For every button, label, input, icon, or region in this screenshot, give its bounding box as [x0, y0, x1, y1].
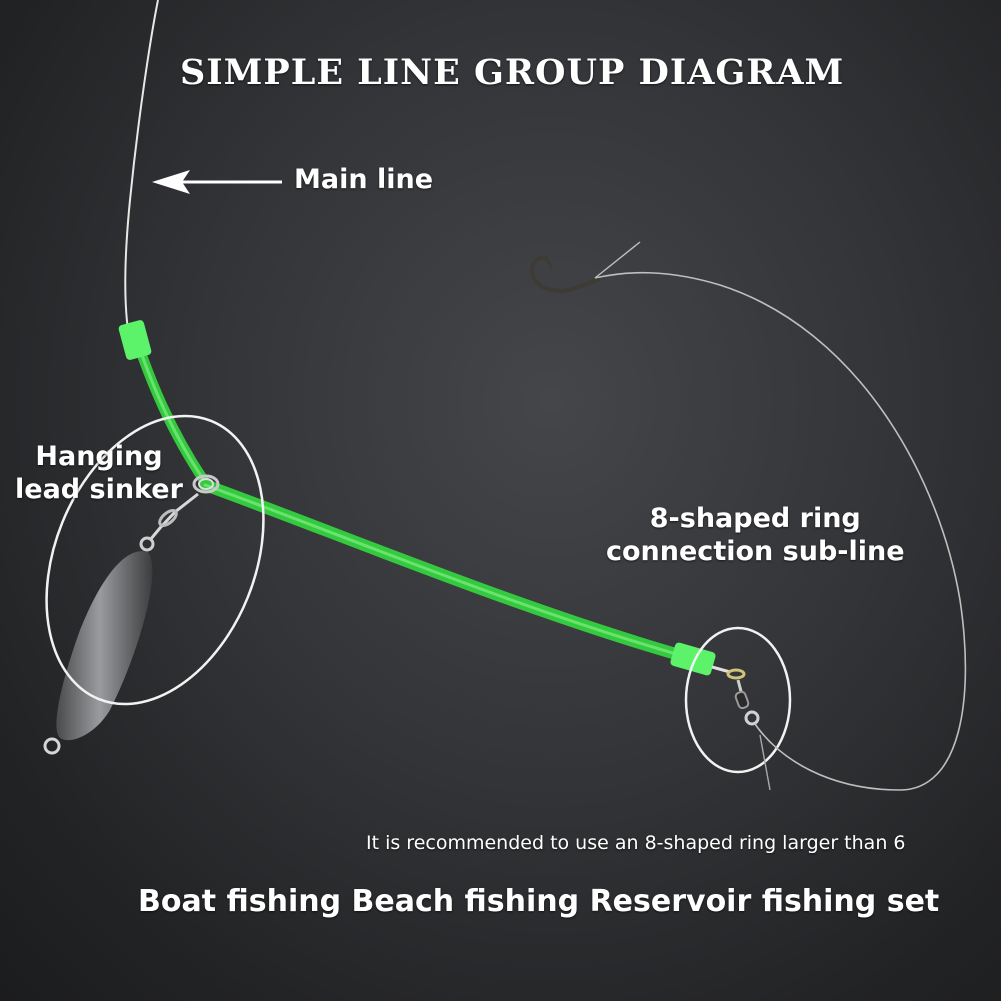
- sinker-snap-swivel: [139, 492, 199, 552]
- diagram-title: SIMPLE LINE GROUP DIAGRAM: [180, 52, 845, 93]
- hanging-lead-sinker-label: Hanging lead sinker: [15, 440, 183, 506]
- ring-label-line-1: 8-shaped ring: [649, 503, 861, 534]
- sinker-eye: [43, 737, 61, 755]
- sinker-highlight-circle: [45, 414, 265, 706]
- fish-hook: [529, 255, 600, 293]
- barrel-swivel: [711, 665, 760, 726]
- recommendation-note: It is recommended to use an 8-shaped rin…: [366, 832, 906, 854]
- swivel-highlight-circle: [684, 626, 792, 774]
- product-tagline: Boat fishing Beach fishing Reservoir fis…: [138, 884, 940, 919]
- ring-connection-label: 8-shaped ring connection sub-line: [606, 502, 905, 568]
- lead-sinker: [56, 551, 153, 741]
- arm-tube-sleeve: [670, 642, 716, 676]
- hanging-label-line-2: lead sinker: [15, 474, 183, 505]
- ring-label-line-2: connection sub-line: [606, 536, 905, 567]
- upper-tube-sleeve: [118, 320, 152, 360]
- main-line-thread: [124, 0, 159, 331]
- junction-wire-wrap: [192, 474, 220, 494]
- main-line-arrow: [152, 170, 282, 194]
- main-line-label: Main line: [294, 164, 434, 195]
- hanging-label-line-1: Hanging: [35, 441, 163, 472]
- sub-line-thread: [594, 271, 967, 791]
